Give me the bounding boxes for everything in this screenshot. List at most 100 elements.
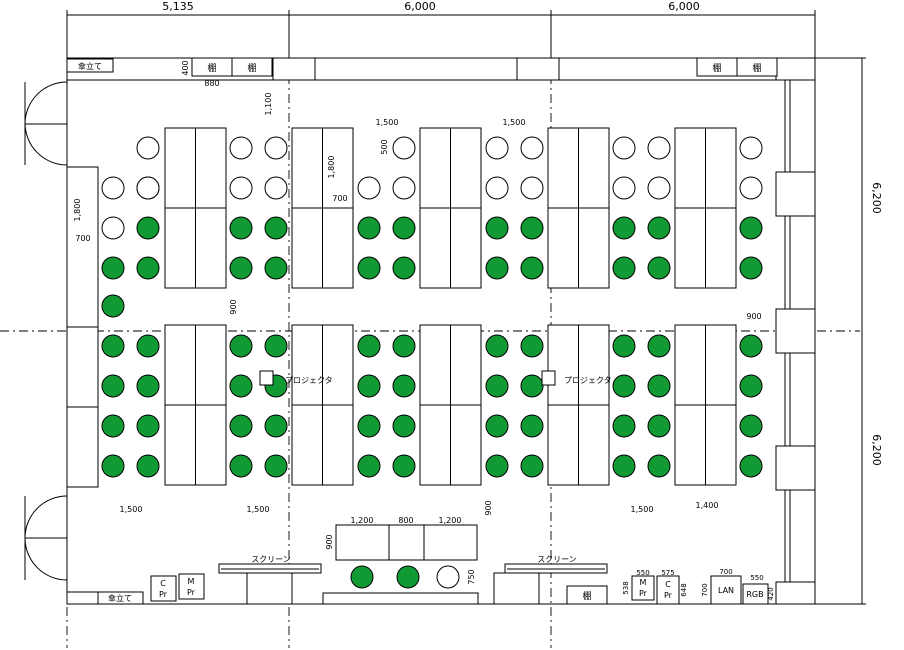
seat[interactable] — [392, 374, 416, 398]
seat[interactable] — [136, 414, 160, 438]
seat[interactable] — [101, 294, 125, 318]
seat[interactable] — [136, 216, 160, 240]
seat[interactable] — [264, 414, 288, 438]
seat[interactable] — [520, 216, 544, 240]
seat[interactable] — [264, 176, 288, 200]
seat[interactable] — [136, 374, 160, 398]
desk — [164, 324, 227, 486]
seat[interactable] — [101, 414, 125, 438]
door-lower-icon[interactable] — [24, 495, 68, 581]
seat[interactable] — [520, 414, 544, 438]
seat[interactable] — [739, 334, 763, 358]
seat[interactable] — [612, 256, 636, 280]
seat[interactable] — [392, 256, 416, 280]
seat[interactable] — [647, 136, 671, 160]
seat[interactable] — [485, 334, 509, 358]
seat[interactable] — [136, 334, 160, 358]
seat[interactable] — [264, 216, 288, 240]
seat[interactable] — [520, 176, 544, 200]
seat[interactable] — [357, 176, 381, 200]
seat[interactable] — [647, 334, 671, 358]
seat[interactable] — [392, 414, 416, 438]
seat[interactable] — [485, 216, 509, 240]
seat[interactable] — [229, 374, 253, 398]
seat[interactable] — [392, 176, 416, 200]
seat[interactable] — [647, 256, 671, 280]
seat[interactable] — [229, 176, 253, 200]
dim-shelf-depth: 400 — [181, 60, 190, 75]
seat[interactable] — [612, 216, 636, 240]
seat[interactable] — [485, 454, 509, 478]
seat[interactable] — [647, 374, 671, 398]
seat[interactable] — [357, 414, 381, 438]
seat[interactable] — [357, 454, 381, 478]
seat[interactable] — [229, 334, 253, 358]
printer-m-label: M — [188, 577, 195, 586]
seat[interactable] — [485, 414, 509, 438]
seat[interactable] — [520, 256, 544, 280]
screen-left: スクリーン — [218, 555, 322, 605]
seat[interactable] — [264, 136, 288, 160]
seat[interactable] — [101, 374, 125, 398]
seat[interactable] — [612, 176, 636, 200]
seat[interactable] — [229, 256, 253, 280]
seat[interactable] — [520, 374, 544, 398]
seat[interactable] — [520, 454, 544, 478]
seat[interactable] — [739, 454, 763, 478]
seat[interactable] — [101, 216, 125, 240]
seat[interactable] — [520, 334, 544, 358]
seat[interactable] — [647, 454, 671, 478]
seat[interactable] — [396, 565, 420, 589]
seat[interactable] — [101, 176, 125, 200]
seat[interactable] — [392, 136, 416, 160]
seat[interactable] — [229, 454, 253, 478]
seat[interactable] — [392, 334, 416, 358]
seat[interactable] — [264, 454, 288, 478]
seat[interactable] — [612, 136, 636, 160]
seat[interactable] — [647, 216, 671, 240]
seat[interactable] — [436, 565, 460, 589]
seat[interactable] — [264, 334, 288, 358]
seat[interactable] — [357, 256, 381, 280]
seat[interactable] — [485, 176, 509, 200]
seat[interactable] — [101, 256, 125, 280]
seat[interactable] — [229, 136, 253, 160]
seat[interactable] — [612, 334, 636, 358]
door-upper-icon[interactable] — [24, 81, 68, 166]
seat[interactable] — [485, 374, 509, 398]
seat[interactable] — [101, 454, 125, 478]
seat[interactable] — [357, 334, 381, 358]
seat[interactable] — [392, 454, 416, 478]
seat[interactable] — [357, 374, 381, 398]
seat[interactable] — [520, 136, 544, 160]
seat[interactable] — [739, 374, 763, 398]
seat[interactable] — [739, 256, 763, 280]
seat[interactable] — [739, 216, 763, 240]
seat[interactable] — [739, 136, 763, 160]
seat[interactable] — [357, 216, 381, 240]
seat[interactable] — [647, 176, 671, 200]
seat[interactable] — [136, 136, 160, 160]
seat[interactable] — [612, 454, 636, 478]
printer-m-left: M Pr — [178, 573, 205, 600]
seat[interactable] — [229, 216, 253, 240]
projector-right: プロジェクタ — [541, 370, 612, 386]
seat[interactable] — [485, 136, 509, 160]
seat[interactable] — [739, 176, 763, 200]
seat[interactable] — [229, 414, 253, 438]
seat[interactable] — [612, 414, 636, 438]
seat[interactable] — [485, 256, 509, 280]
seat[interactable] — [350, 565, 374, 589]
seat[interactable] — [101, 334, 125, 358]
seat[interactable] — [739, 414, 763, 438]
dim-front-aisle: 900 — [484, 500, 493, 515]
seat[interactable] — [136, 454, 160, 478]
dim-front-chair-gap: 750 — [467, 569, 476, 584]
seat[interactable] — [392, 216, 416, 240]
seat[interactable] — [136, 176, 160, 200]
seat[interactable] — [647, 414, 671, 438]
seat[interactable] — [264, 256, 288, 280]
dim-pr-m-h: 538 — [622, 581, 630, 594]
seat[interactable] — [612, 374, 636, 398]
seat[interactable] — [136, 256, 160, 280]
